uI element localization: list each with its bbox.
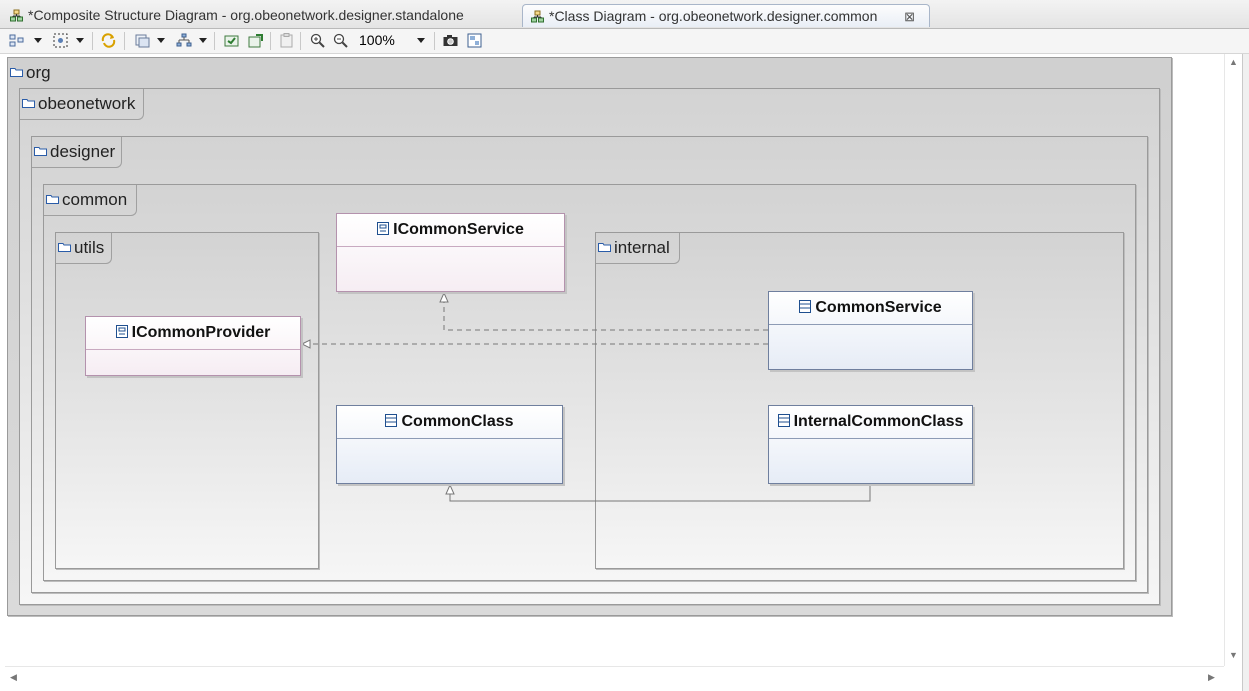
class-icon [777, 414, 790, 427]
chevron-down-icon[interactable] [199, 38, 207, 43]
package-name: designer [50, 142, 116, 161]
class-header: CommonClass [337, 406, 562, 439]
class-header: InternalCommonClass [769, 406, 972, 439]
package-tab: designer [32, 137, 122, 168]
package-utils[interactable]: utils [55, 232, 319, 569]
folder-icon [598, 243, 611, 252]
package-tab: utils [56, 233, 112, 264]
toolbar-separator [434, 32, 435, 50]
tab-label: *Class Diagram - org.obeonetwork.designe… [549, 8, 878, 24]
side-panel-edge [1242, 54, 1249, 691]
zoom-in-icon[interactable] [309, 32, 326, 49]
realization-arrowhead [300, 339, 311, 349]
class-header: ICommonProvider [86, 317, 300, 350]
class-icon [799, 300, 812, 313]
package-name: obeonetwork [38, 94, 136, 113]
layers-icon[interactable] [466, 32, 483, 49]
class-name: CommonService [815, 299, 942, 316]
filter-icon[interactable] [223, 32, 240, 49]
package-name: internal [614, 238, 670, 257]
toolbar-separator [92, 32, 93, 50]
toolbar-separator [300, 32, 301, 50]
vertical-scrollbar[interactable]: ▲ ▼ [1224, 54, 1242, 666]
folder-icon [34, 147, 47, 156]
folder-icon [22, 99, 35, 108]
package-name: utils [74, 238, 105, 257]
tab-composite-structure-diagram[interactable]: *Composite Structure Diagram - org.obeon… [2, 4, 520, 27]
class-icon [385, 414, 398, 427]
interface-icon [115, 325, 128, 338]
export-icon[interactable] [247, 32, 264, 49]
package-tab: obeonetwork [20, 89, 144, 120]
interface-icommonservice[interactable]: ICommonService [336, 213, 565, 292]
paste-icon[interactable] [278, 32, 295, 49]
diagram-icon [10, 9, 23, 22]
refresh-icon[interactable] [100, 32, 117, 49]
chevron-down-icon[interactable] [34, 38, 42, 43]
class-name: CommonClass [401, 413, 514, 430]
generalization-arrowhead [445, 483, 455, 495]
diagram-canvas[interactable]: org obeonetwork designer common utils in… [5, 54, 1224, 666]
chevron-down-icon[interactable] [76, 38, 84, 43]
arrange-icon[interactable] [134, 32, 151, 49]
zoom-value: 100% [359, 32, 395, 48]
toolbar-separator [124, 32, 125, 50]
close-icon[interactable]: ⊠ [904, 9, 915, 24]
realization-arrowhead [439, 291, 449, 303]
package-internal[interactable]: internal [595, 232, 1124, 569]
package-tab: common [44, 185, 137, 216]
scroll-down-icon[interactable]: ▼ [1229, 650, 1238, 660]
class-commonservice[interactable]: CommonService [768, 291, 973, 370]
editor-tab-bar: *Composite Structure Diagram - org.obeon… [0, 0, 1249, 29]
toolbar-separator [270, 32, 271, 50]
select-icon[interactable] [8, 32, 25, 49]
chevron-down-icon[interactable] [417, 38, 425, 43]
scroll-right-icon[interactable]: ▶ [1208, 672, 1215, 682]
package-tab: internal [596, 233, 680, 264]
folder-icon [10, 68, 23, 77]
scroll-left-icon[interactable]: ◀ [10, 672, 17, 682]
package-tab: org [8, 58, 56, 89]
diagram-edges [300, 291, 871, 502]
package-name: common [62, 190, 128, 209]
package-name: org [26, 63, 51, 82]
layout-icon[interactable] [175, 32, 192, 49]
marquee-icon[interactable] [52, 32, 69, 49]
chevron-down-icon[interactable] [157, 38, 165, 43]
scroll-up-icon[interactable]: ▲ [1229, 57, 1238, 67]
generalization-edge-internalcommonclass-commonclass [449, 484, 871, 502]
toolbar-separator [214, 32, 215, 50]
interface-icon [377, 222, 390, 235]
camera-icon[interactable] [442, 32, 459, 49]
class-header: CommonService [769, 292, 972, 325]
folder-icon [58, 243, 71, 252]
diagram-toolbar: 100% [0, 29, 1249, 54]
class-commonclass[interactable]: CommonClass [336, 405, 563, 484]
zoom-out-icon[interactable] [332, 32, 349, 49]
folder-icon [46, 195, 59, 204]
class-name: ICommonProvider [131, 324, 271, 341]
realization-edge-commonservice-icommonservice [443, 299, 768, 331]
horizontal-scrollbar[interactable]: ◀ ▶ [5, 666, 1224, 688]
class-name: InternalCommonClass [793, 413, 964, 430]
class-internalcommonclass[interactable]: InternalCommonClass [768, 405, 973, 484]
interface-icommonprovider[interactable]: ICommonProvider [85, 316, 301, 376]
diagram-icon [531, 10, 544, 23]
class-header: ICommonService [337, 214, 564, 247]
tab-class-diagram[interactable]: *Class Diagram - org.obeonetwork.designe… [522, 4, 930, 27]
zoom-combo[interactable]: 100% [356, 31, 433, 50]
class-name: ICommonService [393, 221, 524, 238]
tab-label: *Composite Structure Diagram - org.obeon… [28, 7, 464, 23]
